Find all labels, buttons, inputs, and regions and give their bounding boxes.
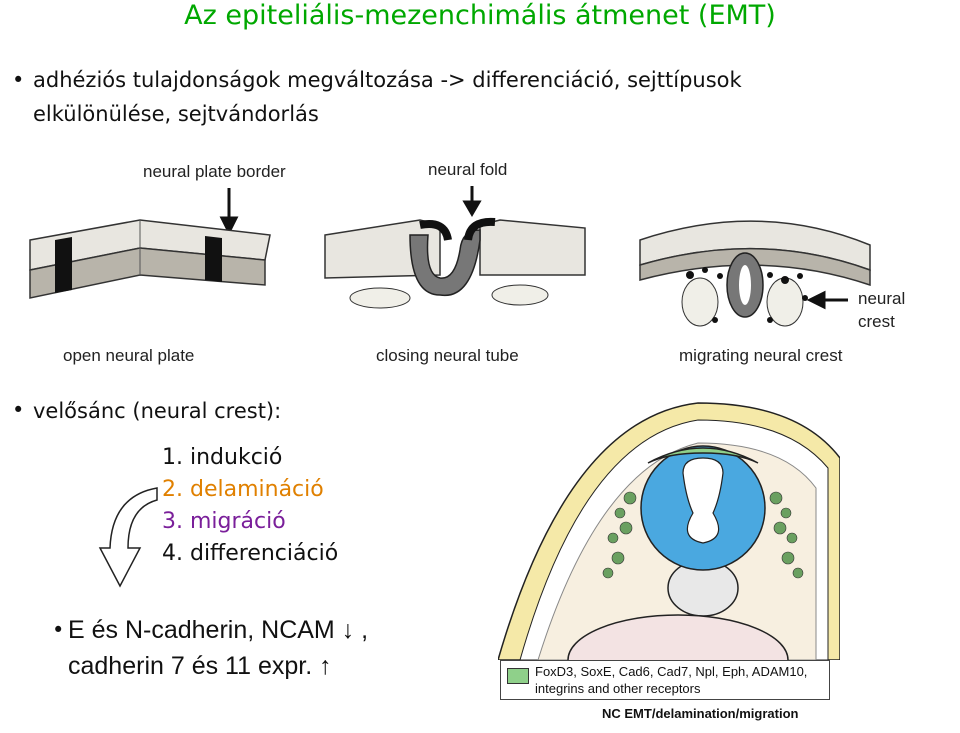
bullet3-line2: cadherin 7 és 11 expr. ↑: [68, 652, 332, 680]
step-differentiation: 4. differenciáció: [162, 541, 339, 566]
bullet-marker: •: [52, 618, 65, 642]
step-delamination: 2. delamináció: [162, 477, 324, 502]
curved-arrow-icon: [98, 487, 158, 588]
legend-line1: FoxD3, SoxE, Cad6, Cad7, Npl, Eph, ADAM1…: [535, 664, 808, 679]
label-neural-plate-border: neural plate border: [143, 162, 286, 181]
label-neural-fold: neural fold: [428, 160, 508, 179]
caption-closing-neural-tube: closing neural tube: [376, 346, 519, 365]
bullet2-heading: velősánc (neural crest):: [33, 399, 282, 423]
label-neural-crest-2: crest: [858, 312, 895, 331]
diagram-caption: NC EMT/delamination/migration: [602, 706, 799, 721]
label-neural-crest-1: neural: [858, 289, 906, 308]
open-neural-plate-drawing: [29, 219, 271, 299]
arrow-down-icon: [462, 186, 482, 217]
step-induction: 1. indukció: [162, 445, 283, 470]
nc-emt-diagram: [498, 402, 840, 660]
caption-migrating-neural-crest: migrating neural crest: [679, 346, 843, 365]
bullet-marker: •: [12, 398, 25, 422]
bullet-marker: •: [12, 68, 25, 92]
bullet3-line1: E és N-cadherin, NCAM ↓ ,: [68, 616, 369, 644]
bullet1-line2: elkülönülése, sejtvándorlás: [33, 102, 319, 126]
caption-open-neural-plate: open neural plate: [63, 346, 195, 365]
legend-swatch: [507, 668, 529, 684]
arrow-left-icon: [806, 290, 848, 310]
bullet1-line1: adhéziós tulajdonságok megváltozása -> d…: [33, 68, 742, 92]
migrating-neural-crest-drawing: [639, 220, 871, 327]
closing-neural-tube-drawing: [324, 217, 586, 309]
legend-line2: integrins and other receptors: [535, 681, 701, 696]
arrow-down-icon: [219, 188, 239, 236]
emt-steps-list: 1. indukció 2. delamináció 3. migráció 4…: [162, 442, 338, 570]
legend-box: FoxD3, SoxE, Cad6, Cad7, Npl, Eph, ADAM1…: [500, 660, 830, 700]
step-migration: 3. migráció: [162, 509, 286, 534]
neural-stages-illustration: [29, 186, 871, 327]
page-title: Az epiteliális-mezenchimális átmenet (EM…: [184, 0, 776, 31]
